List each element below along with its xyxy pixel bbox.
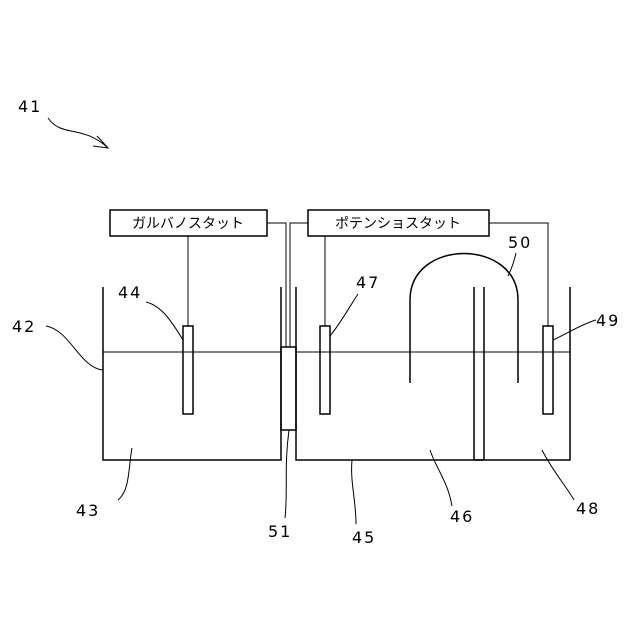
galvanostat-box: ガルバノスタット [110,210,267,236]
ref-48-leader [542,450,574,500]
ref-41-arrow-curve [48,118,108,148]
ref-45: 45 [352,528,376,547]
ref-45-leader [352,460,356,524]
ref-42: 42 [12,317,36,336]
ref-47: 47 [356,273,380,292]
electrode-44 [183,326,193,414]
ref-51: 51 [268,522,292,541]
ref-48: 48 [576,499,600,518]
ref-44: 44 [118,283,142,302]
electrode-49 [543,326,553,414]
ref-46: 46 [450,507,474,526]
ref-49: 49 [596,311,620,330]
ref-49-leader [553,320,596,340]
ref-50: 50 [508,233,532,252]
right-tank-wall [296,287,570,460]
ref-46-leader [430,450,452,506]
membrane-51 [281,347,296,430]
ref-43: 43 [76,501,100,520]
potentiostat-box: ポテンショスタット [308,210,489,236]
potentiostat-label: ポテンショスタット [335,216,461,232]
salt-bridge-50 [410,254,518,384]
ref-44-leader [146,302,183,340]
ref-42-leader [46,326,103,370]
galvanostat-label: ガルバノスタット [132,216,244,232]
electrode-47 [320,326,330,414]
ref-51-leader [285,430,289,518]
ref-50-leader [508,253,516,276]
ref-47-leader [330,294,358,336]
left-tank-wall [103,287,281,460]
ref-41: 41 [18,97,42,116]
ref-43-leader [118,448,132,500]
